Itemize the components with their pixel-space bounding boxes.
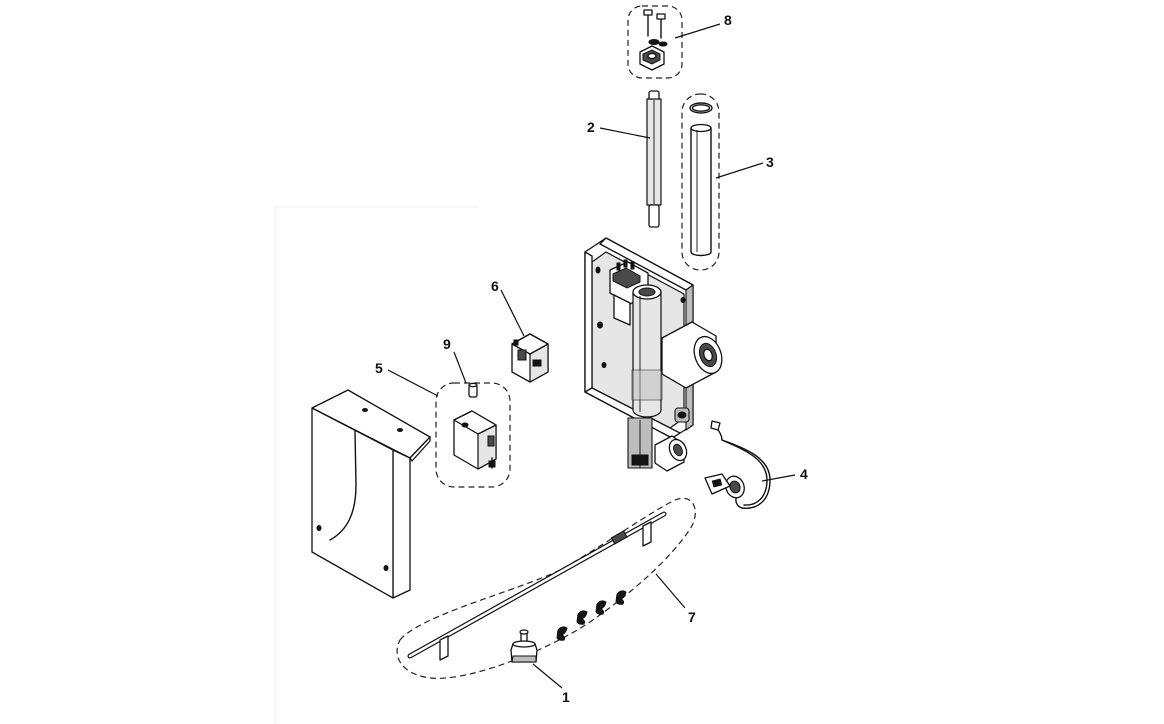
part-9-plug — [468, 382, 478, 398]
main-housing-assembly — [584, 237, 723, 472]
callout-3: 3 — [766, 154, 774, 170]
part-2-heating-rod — [646, 90, 662, 228]
callout-8: 8 — [724, 12, 732, 28]
callout-1: 1 — [562, 689, 570, 705]
callout-6: 6 — [491, 278, 499, 294]
front-cover — [311, 389, 431, 599]
part-8-fastener-kit — [627, 5, 683, 79]
part-6-control-module — [511, 333, 549, 383]
callout-9: 9 — [443, 336, 451, 352]
callout-7: 7 — [688, 609, 696, 625]
part-3-sleeve-and-oring — [681, 93, 720, 271]
clip-row — [556, 590, 627, 641]
leader-lines — [387, 23, 796, 689]
callout-4: 4 — [800, 466, 808, 482]
part-4-sensor-cable — [704, 420, 771, 509]
callout-labels: 8 2 3 4 5 6 7 9 1 — [375, 12, 808, 705]
callout-2: 2 — [587, 119, 595, 135]
scan-panel-edges — [274, 206, 478, 724]
part-5-switch-group — [435, 382, 511, 488]
part-7-rod-clips-assembly — [396, 497, 696, 679]
part-1-valve-knob — [510, 629, 538, 663]
callout-5: 5 — [375, 360, 383, 376]
